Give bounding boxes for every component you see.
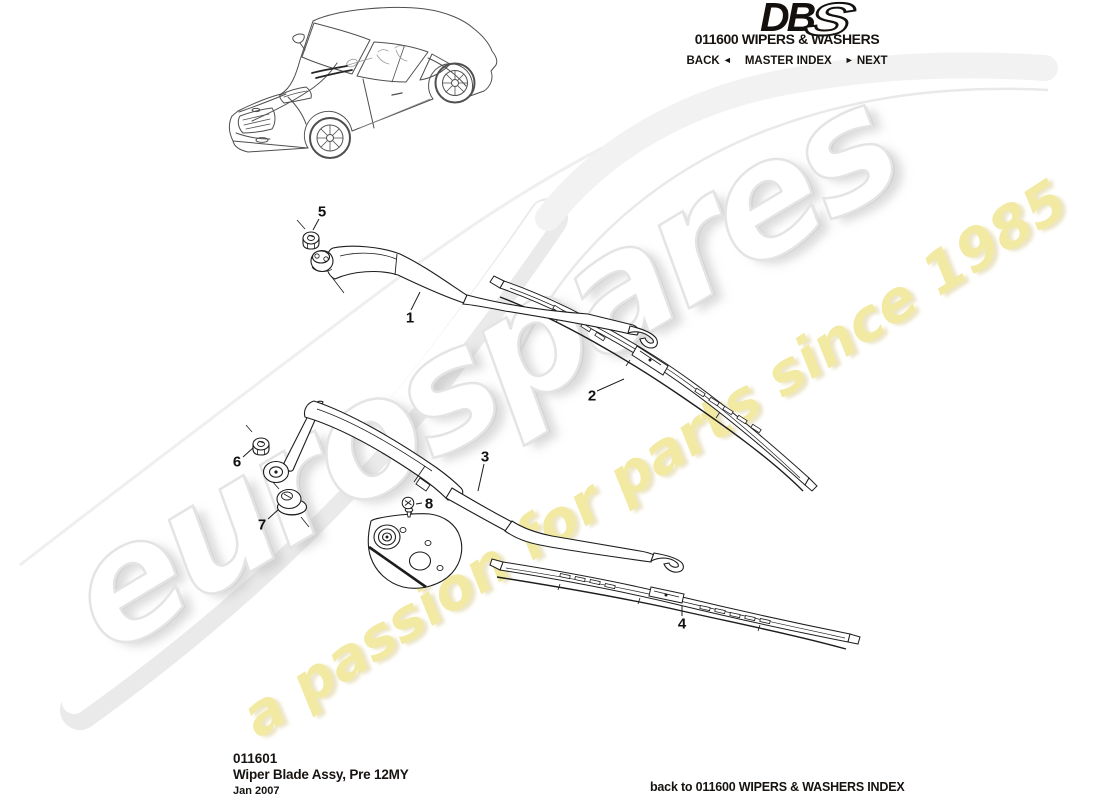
part-callout-3[interactable]: 3: [480, 448, 490, 466]
part-callout-2[interactable]: 2: [587, 387, 597, 405]
next-link-label: NEXT: [856, 55, 888, 67]
wiper-arm-3: [262, 400, 684, 589]
part-callout-5[interactable]: 5: [317, 203, 327, 221]
nut-5: [302, 231, 320, 250]
doc-info: 011601 Wiper Blade Assy, Pre 12MY Jan 20…: [233, 751, 409, 798]
next-link[interactable]: ► NEXT: [845, 55, 888, 67]
rear-wheel: [434, 62, 476, 104]
part-callout-8[interactable]: 8: [424, 495, 434, 513]
front-wheel: [309, 117, 351, 159]
back-to-index-link[interactable]: back to 011600 WIPERS & WASHERS INDEX: [650, 780, 905, 794]
master-index-link[interactable]: MASTER INDEX: [744, 55, 832, 67]
doc-code: 011601: [233, 751, 278, 766]
section-title: 011600 WIPERS & WASHERS: [694, 31, 880, 47]
wiper-blade-4: [489, 558, 861, 650]
part-callout-7[interactable]: 7: [257, 516, 267, 534]
back-link-label: BACK: [686, 55, 720, 67]
part-callout-1[interactable]: 1: [405, 309, 415, 327]
back-link[interactable]: BACK ◄: [686, 55, 731, 67]
wiper-blade-2: [489, 275, 818, 492]
doc-title: Wiper Blade Assy, Pre 12MY: [233, 767, 409, 783]
part-callout-4[interactable]: 4: [677, 615, 687, 633]
nut-6: [252, 437, 270, 456]
next-arrow-icon: ►: [844, 55, 854, 65]
part-callout-6[interactable]: 6: [232, 453, 242, 471]
nav-bar: BACK ◄ MASTER INDEX ► NEXT: [662, 55, 912, 67]
doc-date: Jan 2007: [233, 784, 280, 797]
dbs-logo-db-text: DB: [760, 0, 816, 40]
screw-8: [401, 496, 415, 518]
back-arrow-icon: ◄: [722, 55, 732, 65]
wiper-arm-1: [310, 245, 658, 349]
dbs-logo: DBS: [760, 0, 863, 46]
grommet-7: [276, 488, 308, 516]
car-drawing: [229, 7, 498, 159]
